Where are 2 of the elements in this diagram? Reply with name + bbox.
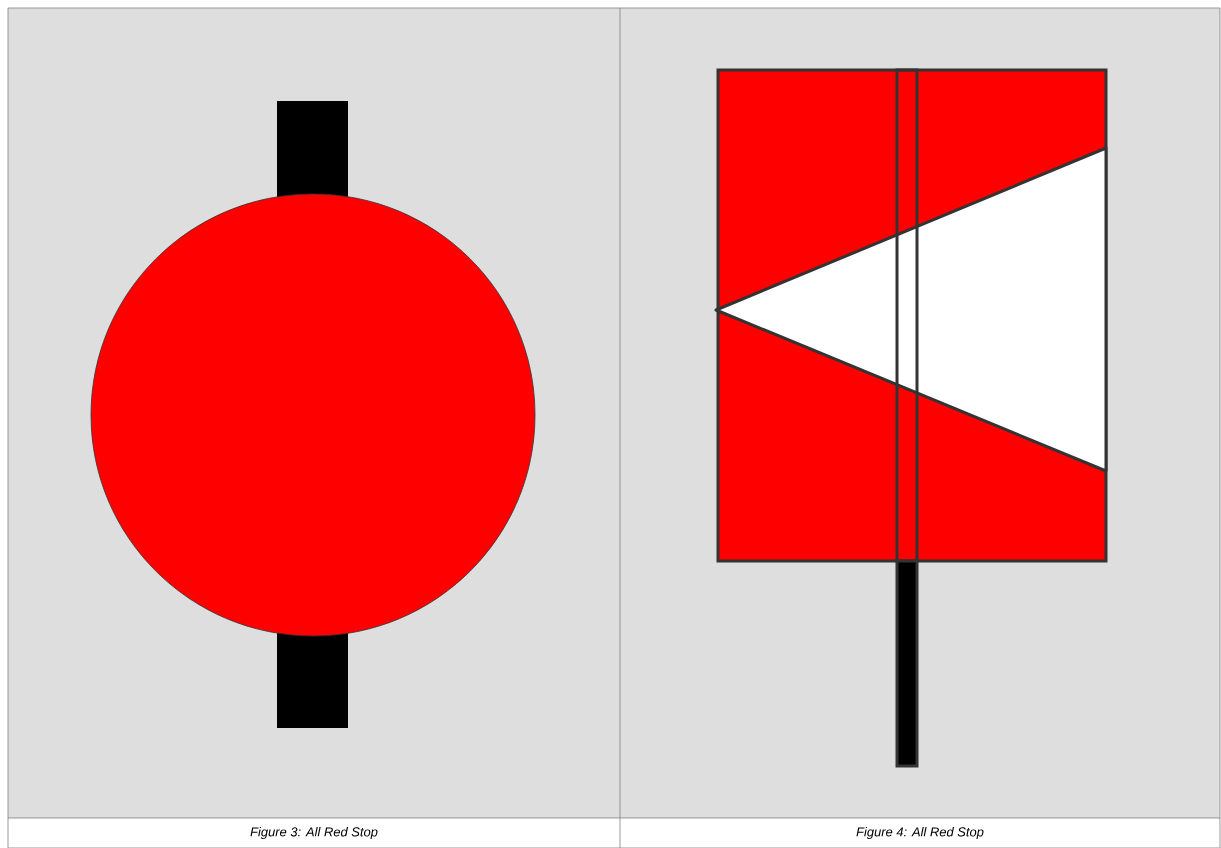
figure-caption: Figure 4: All Red Stop	[856, 826, 984, 840]
figure-caption: Figure 3: All Red Stop	[250, 826, 378, 840]
